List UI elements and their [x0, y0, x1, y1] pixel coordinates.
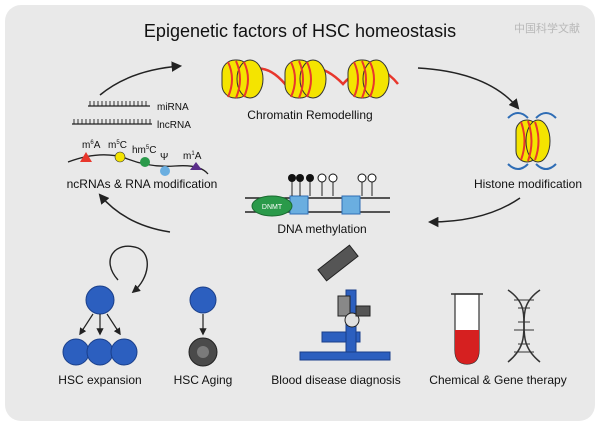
methyl-group-icon — [296, 174, 304, 182]
watermark-text: 中国科学文献 — [514, 21, 580, 35]
dna-methylation-label: DNA methylation — [277, 222, 366, 236]
microscope-icon — [299, 244, 391, 361]
cycle-arrow-top-left — [99, 61, 183, 96]
cycle-arrow-bottom-left — [98, 193, 171, 233]
unmethylated-site-icon — [317, 173, 327, 183]
nucleosome-icon — [347, 59, 390, 99]
figure-title: Epigenetic factors of HSC homeostasis — [144, 21, 456, 41]
psi-label: Ψ — [160, 152, 168, 163]
chromatin-label: Chromatin Remodelling — [247, 108, 372, 122]
daughter-cell-icon — [86, 338, 114, 366]
hsc-aging-icon — [188, 286, 218, 367]
histone-nucleosome-icon — [507, 112, 557, 170]
m5c-label: m5C — [108, 140, 127, 151]
m6a-label: m6A — [82, 140, 101, 151]
test-tube-icon — [451, 293, 483, 365]
lncrna-strand-icon — [72, 119, 152, 125]
dnmt-label: DNMT — [262, 204, 283, 211]
cycle-arrow-top-right — [417, 67, 520, 110]
m1a-label: m1A — [183, 151, 202, 162]
unmethylated-site-icon — [328, 173, 338, 183]
lncrna-label: lncRNA — [157, 120, 191, 131]
psi-marker-icon — [160, 166, 170, 176]
hsc-expansion-icon — [62, 245, 148, 366]
dnmt-enzyme-icon — [251, 195, 293, 217]
unmethylated-site-icon — [357, 173, 367, 183]
young-cell-icon — [189, 286, 217, 314]
nucleosome-icon — [221, 59, 264, 99]
diagnosis-label: Blood disease diagnosis — [271, 373, 400, 387]
cycle-arrow-bottom-right — [427, 197, 521, 228]
methyl-group-icon — [306, 174, 314, 182]
mirna-strand-icon — [88, 101, 150, 107]
hm5c-label: hm5C — [132, 145, 156, 156]
mirna-label: miRNA — [157, 102, 189, 113]
unmethylated-site-icon — [367, 173, 377, 183]
hm5c-marker-icon — [140, 157, 150, 167]
cpg-site-box — [341, 195, 361, 215]
stem-cell-icon — [85, 285, 115, 315]
cpg-site-box — [289, 195, 309, 215]
m1a-marker-icon — [190, 162, 202, 170]
dna-methylation-diagram — [245, 173, 390, 217]
chromatin-fiber — [221, 59, 399, 99]
ncrna-label: ncRNAs & RNA modification — [67, 177, 218, 191]
histone-label: Histone modification — [474, 177, 582, 191]
hsc-expansion-label: HSC expansion — [58, 373, 141, 387]
m6a-marker-icon — [80, 152, 92, 162]
therapy-label: Chemical & Gene therapy — [429, 373, 566, 387]
hsc-aging-label: HSC Aging — [174, 373, 233, 387]
nucleosome-icon — [284, 59, 327, 99]
dna-helix-icon — [507, 289, 541, 363]
daughter-cell-icon — [110, 338, 138, 366]
m5c-marker-icon — [114, 151, 126, 163]
daughter-cell-icon — [62, 338, 90, 366]
methyl-group-icon — [288, 174, 296, 182]
